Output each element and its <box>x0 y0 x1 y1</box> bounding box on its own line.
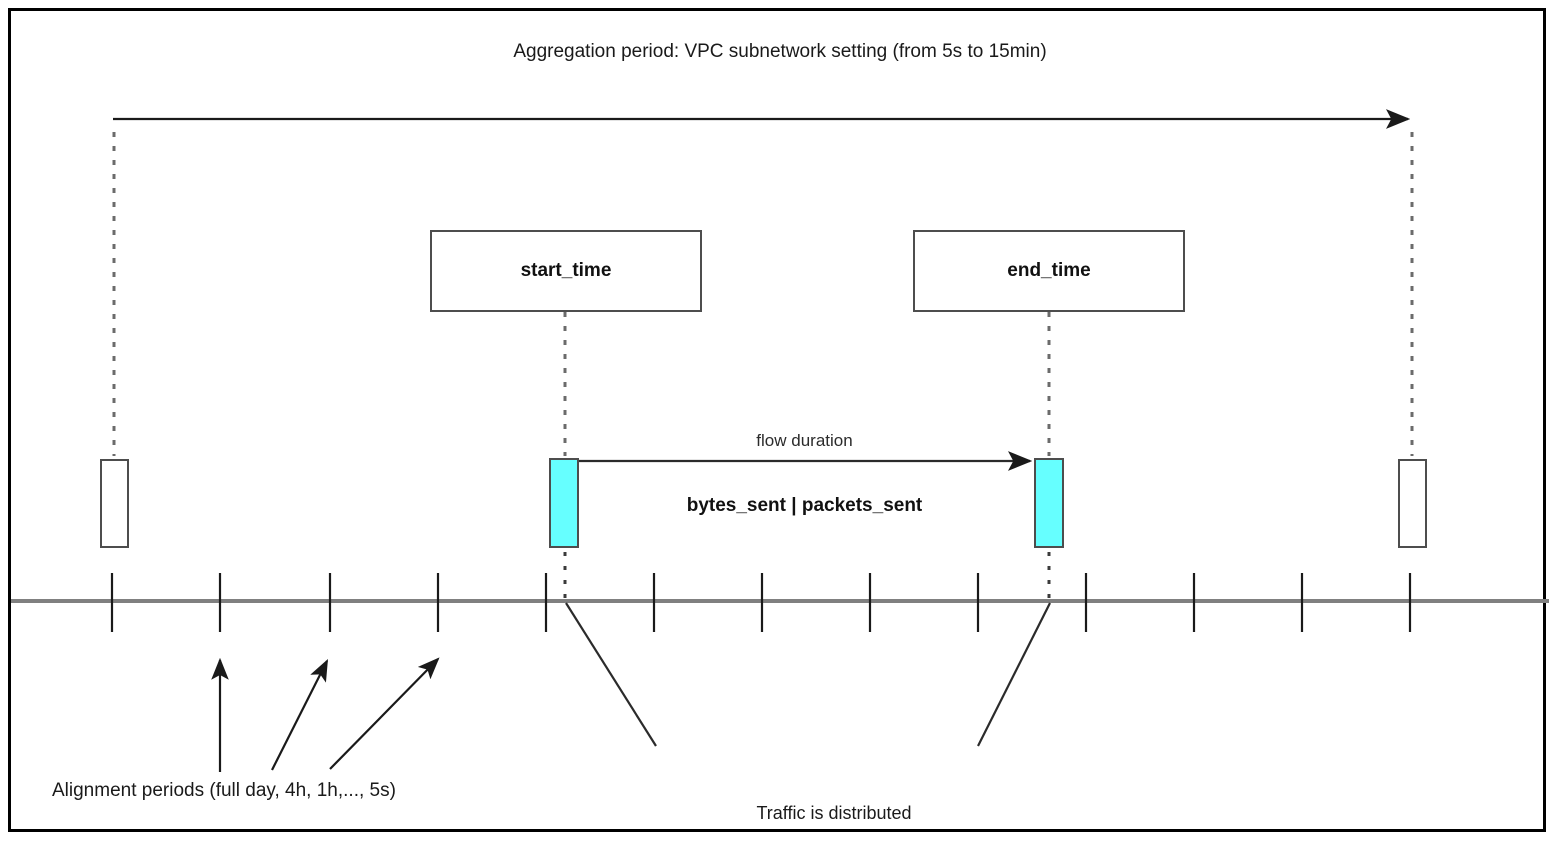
aggregation-period-title: Aggregation period: VPC subnetwork setti… <box>513 41 1047 62</box>
traffic-distribution-note: Traffic is distributed proportionally am… <box>690 748 978 846</box>
alignment-periods-label: Alignment periods (full day, 4h, 1h,...,… <box>52 780 396 801</box>
flow-duration-label: flow duration <box>756 431 853 450</box>
start-time-node[interactable]: start_time <box>430 230 702 312</box>
traffic-note-line-1: Traffic is distributed <box>756 803 912 824</box>
start-time-node-label: start_time <box>520 260 612 281</box>
aggregation-period-end-marker <box>1398 459 1427 548</box>
end-time-node[interactable]: end_time <box>913 230 1185 312</box>
aggregation-period-start-marker <box>100 459 129 548</box>
flow-start-marker <box>549 458 579 548</box>
flow-end-marker <box>1034 458 1064 548</box>
end-time-node-label: end_time <box>1007 260 1091 281</box>
diagram-border <box>8 8 1546 832</box>
metrics-label: bytes_sent | packets_sent <box>686 495 923 516</box>
